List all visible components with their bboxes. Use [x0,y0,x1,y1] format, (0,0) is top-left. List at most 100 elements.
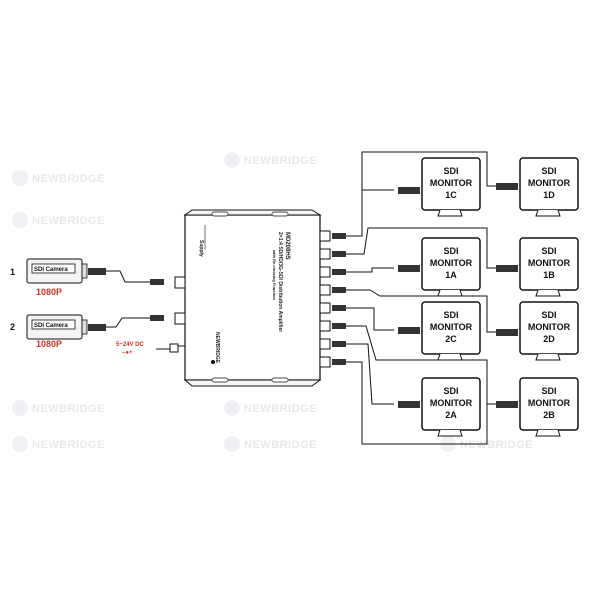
camera-lens [81,263,88,279]
output-port [319,338,331,350]
power-label: 5~24V DC [116,342,145,348]
watermark-mark: NEWBRIDGE [224,436,317,452]
monitor-stand [437,209,463,217]
bnc-plug-icon [496,329,518,336]
monitor-line3: 1B [543,270,555,280]
bnc-plug-icon [332,287,346,293]
monitor-plugs [398,183,518,408]
cable-to-monitor-2A [346,343,394,405]
bnc-plug-icon [332,323,346,329]
bnc-plug-icon [332,305,346,311]
power-led-icon [211,360,215,364]
monitor-line2: MONITOR [430,258,473,268]
watermark-text: NEWBRIDGE [244,155,317,167]
bnc-plug-icon [398,187,420,194]
camera-lens [81,319,88,335]
watermark-text: NEWBRIDGE [32,403,105,415]
distribution-amplifier: Supply MD208HS 2×1:4 SD/HD/3G-SDI Distri… [174,209,331,387]
camera-number: 1 [10,267,15,277]
monitor-2A: SDI MONITOR 2A [421,377,481,437]
watermark-mark: NEWBRIDGE [12,400,105,416]
monitor-line3: 1C [445,190,457,200]
output-plugs [332,233,346,365]
bnc-plug-icon [150,315,164,321]
monitor-stand [437,353,463,361]
monitor-line2: MONITOR [430,398,473,408]
output-port [319,266,331,278]
device-brand-logo: NEWBRIDGE [214,332,220,364]
watermark-mark: NEWBRIDGE [12,212,105,228]
cable-to-monitor-2D [346,289,505,333]
output-port [319,248,331,260]
bnc-plug-icon [332,251,346,257]
monitor-line3: 1D [543,190,555,200]
bnc-plug-icon [398,327,420,334]
monitor-line3: 2A [445,410,457,420]
monitor-line2: MONITOR [430,178,473,188]
device-subdescription: with Re-clocking Function [272,249,277,300]
bnc-plug-icon [398,401,420,408]
power-polarity-icon: –●+ [122,350,133,356]
monitor-line2: MONITOR [528,178,571,188]
camera-resolution: 1080P [36,287,62,297]
mount-slot [271,377,289,383]
camera-2: 2 SDI Camera 1080P [10,314,106,349]
power-plug-icon [169,343,179,353]
bnc-plug-icon [496,183,518,190]
camera-number: 2 [10,322,15,332]
monitor-stand [535,353,561,361]
monitor-1D: SDI MONITOR 1D [519,157,579,217]
device-model: MD208HS [284,232,290,260]
monitor-2B: SDI MONITOR 2B [519,377,579,437]
bnc-plug-icon [496,401,518,408]
cable-camera-1 [106,270,160,283]
watermark-text: NEWBRIDGE [32,215,105,227]
cable-to-monitor-2B [346,325,505,405]
watermark-text: NEWBRIDGE [244,439,317,451]
bnc-plug-icon [150,279,164,285]
mount-slot [211,377,229,383]
camera-cables [106,270,164,328]
power-input: 5~24V DC –●+ [116,342,186,356]
camera-label-plate [31,263,76,274]
monitor-stand [437,289,463,297]
monitor-line1: SDI [541,166,556,176]
bnc-plug-icon [332,359,346,365]
monitor-line3: 2B [543,410,555,420]
monitor-line2: MONITOR [528,322,571,332]
monitor-line3: 1A [445,270,457,280]
output-port [319,302,331,314]
monitor-2D: SDI MONITOR 2D [519,301,579,361]
monitor-stand [437,429,463,437]
watermark-mark: NEWBRIDGE [224,152,317,168]
cable-to-monitor-2B-alt [346,361,488,445]
mount-slot [211,211,229,217]
cable-to-monitor-1B [346,227,505,269]
device-top-flange [183,209,322,216]
monitor-stand [535,289,561,297]
bnc-plug-icon [398,265,420,272]
cable-camera-2 [106,317,160,328]
watermark-text: NEWBRIDGE [32,173,105,185]
monitor-1B: SDI MONITOR 1B [519,237,579,297]
monitor-line3: 2D [543,334,555,344]
monitor-line1: SDI [443,310,458,320]
monitor-stand [535,429,561,437]
monitor-line2: MONITOR [528,398,571,408]
monitor-line1: SDI [541,246,556,256]
output-port [319,284,331,296]
bnc-connector-icon [88,268,106,275]
bnc-plug-icon [496,265,518,272]
cable-to-monitor-1C [346,189,394,237]
monitor-line1: SDI [443,166,458,176]
watermark-mark: NEWBRIDGE [12,436,104,452]
watermark-text: NEWBRIDGE [244,403,317,415]
camera-label-plate [31,319,76,330]
device-input-label: Supply [198,240,204,257]
output-port [319,320,331,332]
watermark-text: NEWBRIDGE [460,439,533,451]
cable-to-monitor-1A [346,267,394,273]
camera-1: 1 SDI Camera 1080P [10,258,106,297]
monitor-line1: SDI [541,310,556,320]
